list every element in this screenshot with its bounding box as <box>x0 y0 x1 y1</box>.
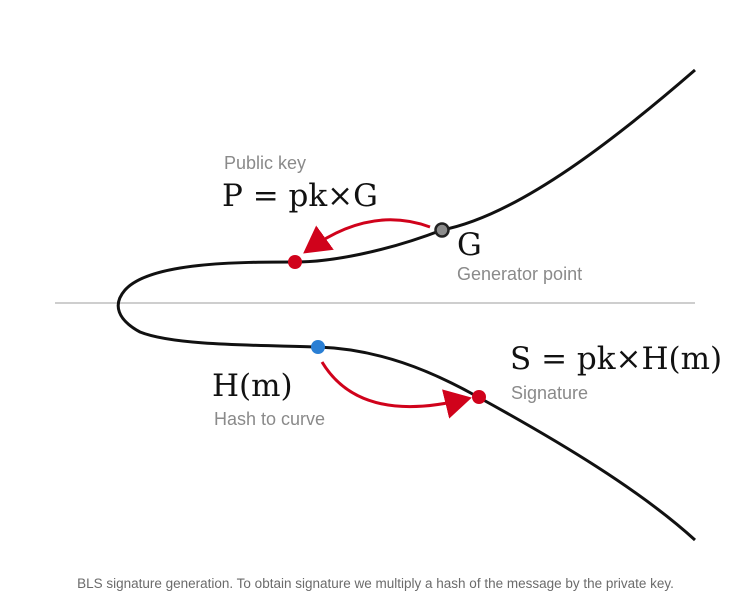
elliptic-curve <box>116 68 697 542</box>
hash-point-dot <box>311 340 325 354</box>
signature-caption: Signature <box>511 383 588 403</box>
figure-caption: BLS signature generation. To obtain sign… <box>77 576 674 591</box>
public-key-caption: Public key <box>224 153 306 173</box>
arrow-generator-to-public-key <box>303 218 431 254</box>
public-key-point-dot <box>288 255 302 269</box>
signature-point-dot <box>472 390 486 404</box>
generator-point-dot <box>434 222 450 238</box>
generator-caption: Generator point <box>457 264 582 284</box>
public-key-formula: P = pk×G <box>222 178 378 214</box>
generator-symbol: G <box>457 227 482 263</box>
arrow-hash-to-signature <box>320 361 472 419</box>
hash-formula: H(m) <box>212 368 293 404</box>
hash-caption: Hash to curve <box>214 409 325 429</box>
signature-formula: S = pk×H(m) <box>510 341 722 377</box>
